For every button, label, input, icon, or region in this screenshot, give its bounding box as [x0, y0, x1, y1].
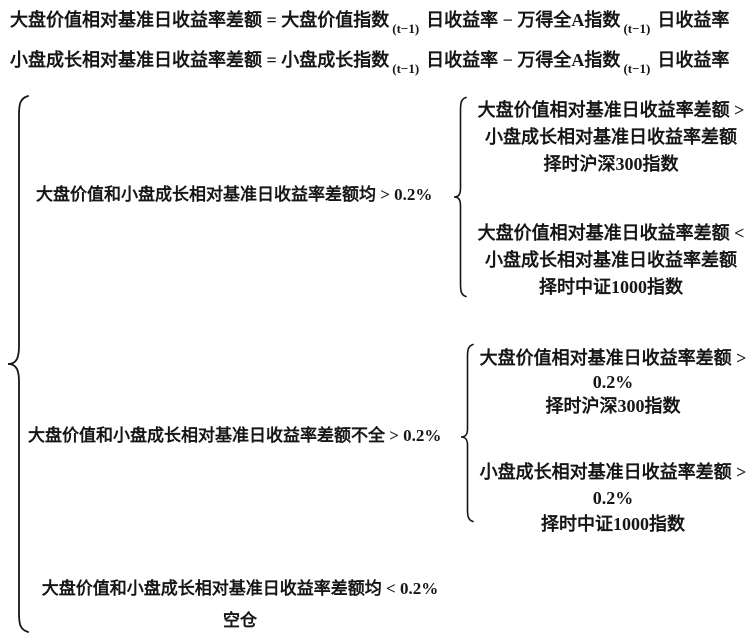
equation-2-mid: 日收益率 − 万得全A指数: [426, 50, 621, 70]
subcase-4-line-2: 0.2%: [592, 488, 634, 508]
subcase-1-line-2: 小盘成长相对基准日收益率差额: [485, 127, 737, 147]
equation-1-subscript-2: (t−1): [623, 21, 651, 36]
branch-3-result: 空仓: [223, 611, 257, 630]
outer-brace: [7, 95, 29, 633]
subcase-4-line-1: 小盘成长相对基准日收益率差额 >: [479, 462, 747, 482]
subcase-2-line-2: 小盘成长相对基准日收益率差额: [485, 250, 737, 270]
subcase-4-block: 小盘成长相对基准日收益率差额 > 0.2% 择时中证1000指数: [470, 459, 756, 537]
equation-1-tail: 日收益率: [657, 10, 730, 30]
subcase-3-block: 大盘价值相对基准日收益率差额 > 0.2% 择时沪深300指数: [470, 346, 756, 418]
equation-2: 小盘成长相对基准日收益率差额 = 小盘成长指数(t−1)日收益率 − 万得全A指…: [10, 48, 730, 76]
equation-1-lead: 大盘价值相对基准日收益率差额 = 大盘价值指数: [10, 10, 390, 30]
subcase-3-line-3: 择时沪深300指数: [545, 396, 681, 416]
equation-1: 大盘价值相对基准日收益率差额 = 大盘价值指数(t−1)日收益率 − 万得全A指…: [10, 8, 730, 36]
equation-2-lead: 小盘成长相对基准日收益率差额 = 小盘成长指数: [10, 50, 390, 70]
branch-3-block: 大盘价值和小盘成长相对基准日收益率差额均 < 0.2% 空仓: [28, 573, 452, 636]
subcase-2-block: 大盘价值相对基准日收益率差额 < 小盘成长相对基准日收益率差额 择时中证1000…: [466, 220, 756, 301]
subcase-2-line-3: 择时中证1000指数: [539, 277, 683, 297]
equation-1-subscript-1: (t−1): [392, 21, 420, 36]
subcase-1-line-3: 择时沪深300指数: [543, 154, 679, 174]
subcase-1-block: 大盘价值相对基准日收益率差额 > 小盘成长相对基准日收益率差额 择时沪深300指…: [466, 97, 756, 178]
equation-2-tail: 日收益率: [657, 50, 730, 70]
equation-2-subscript-2: (t−1): [623, 61, 651, 76]
subcase-brace-2: [460, 343, 474, 523]
branch-2-condition: 大盘价值和小盘成长相对基准日收益率差额不全 > 0.2%: [28, 426, 442, 445]
subcase-3-line-1: 大盘价值相对基准日收益率差额 >: [479, 348, 747, 368]
subcase-1-line-1: 大盘价值相对基准日收益率差额 >: [477, 100, 745, 120]
equation-2-subscript-1: (t−1): [392, 61, 420, 76]
branch-3-condition: 大盘价值和小盘成长相对基准日收益率差额均 < 0.2%: [41, 579, 439, 598]
equation-1-mid: 日收益率 − 万得全A指数: [426, 10, 621, 30]
subcase-brace-1: [453, 96, 467, 298]
subcase-4-line-3: 择时中证1000指数: [541, 514, 685, 534]
subcase-2-line-1: 大盘价值相对基准日收益率差额 <: [477, 223, 745, 243]
subcase-3-line-2: 0.2%: [592, 372, 634, 392]
branch-1-condition: 大盘价值和小盘成长相对基准日收益率差额均 > 0.2%: [36, 185, 433, 204]
